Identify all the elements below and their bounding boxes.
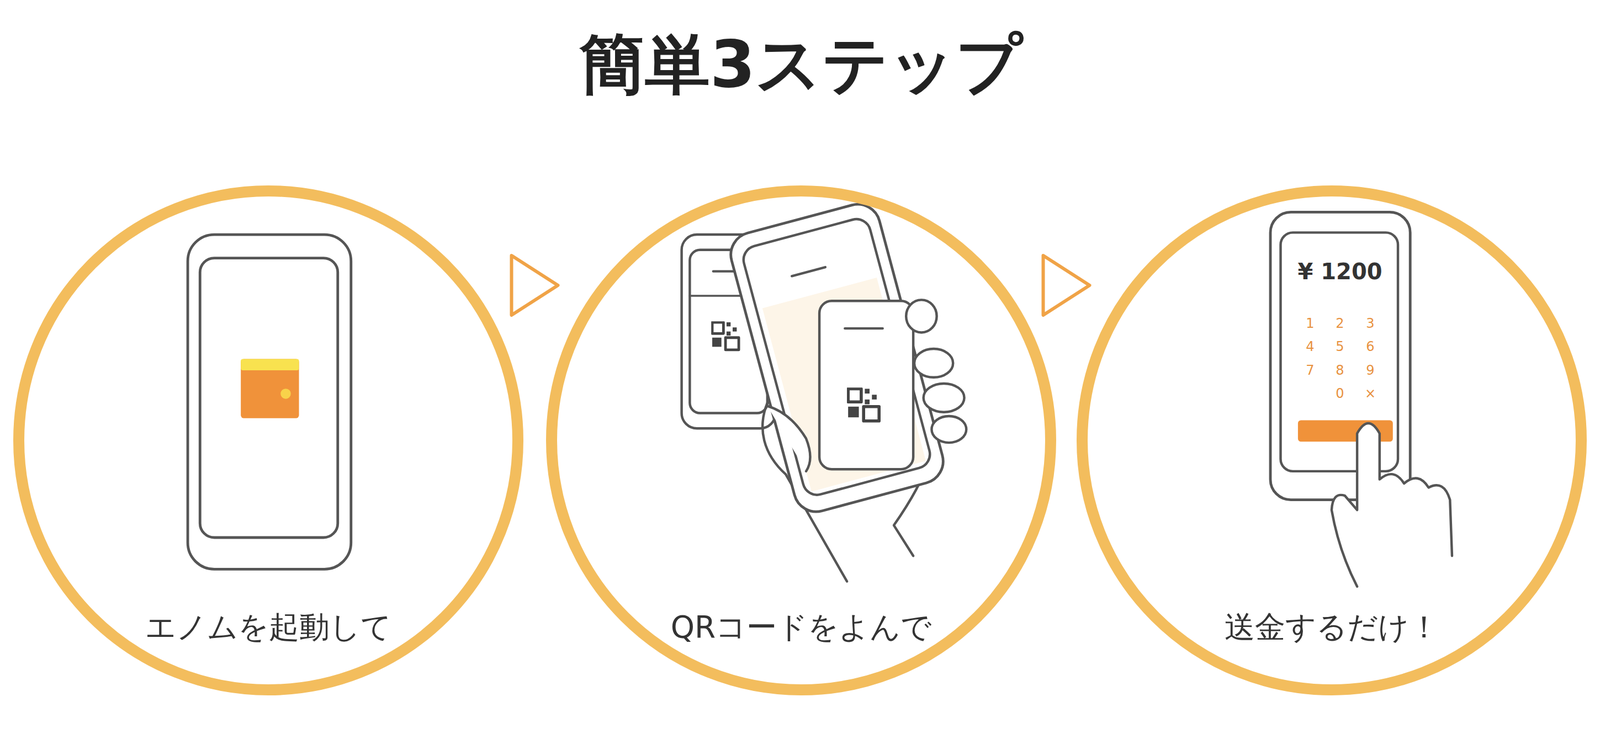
step-arrow — [1043, 255, 1090, 316]
keypad-key: 6 — [1365, 338, 1375, 355]
keypad-key: 0 — [1335, 385, 1344, 402]
amount-text: ¥ 1200 — [1297, 258, 1382, 285]
step-arrow — [511, 255, 559, 316]
step-label: エノムを起動して — [145, 607, 392, 649]
keypad-key: 3 — [1365, 315, 1375, 332]
keypad-key: 5 — [1335, 338, 1344, 355]
step-label: 送金するだけ！ — [1224, 607, 1440, 649]
payment-illustration — [1270, 212, 1453, 587]
step-circle: QRコードをよんで — [546, 185, 1057, 696]
keypad-key: 1 — [1305, 315, 1315, 332]
keypad-key: 8 — [1335, 362, 1344, 379]
keypad-key: 7 — [1305, 362, 1315, 379]
step-circle: エノムを起動して — [13, 185, 524, 696]
phone-icon — [187, 234, 352, 570]
keypad-key: 2 — [1335, 315, 1344, 332]
keypad-key: 4 — [1305, 338, 1315, 355]
keypad-key: 9 — [1365, 362, 1375, 379]
keypad-key: × — [1364, 385, 1376, 402]
scan-illustration — [681, 199, 967, 582]
step-label: QRコードをよんで — [670, 607, 932, 649]
heading: 簡単3ステップ — [579, 20, 1023, 110]
